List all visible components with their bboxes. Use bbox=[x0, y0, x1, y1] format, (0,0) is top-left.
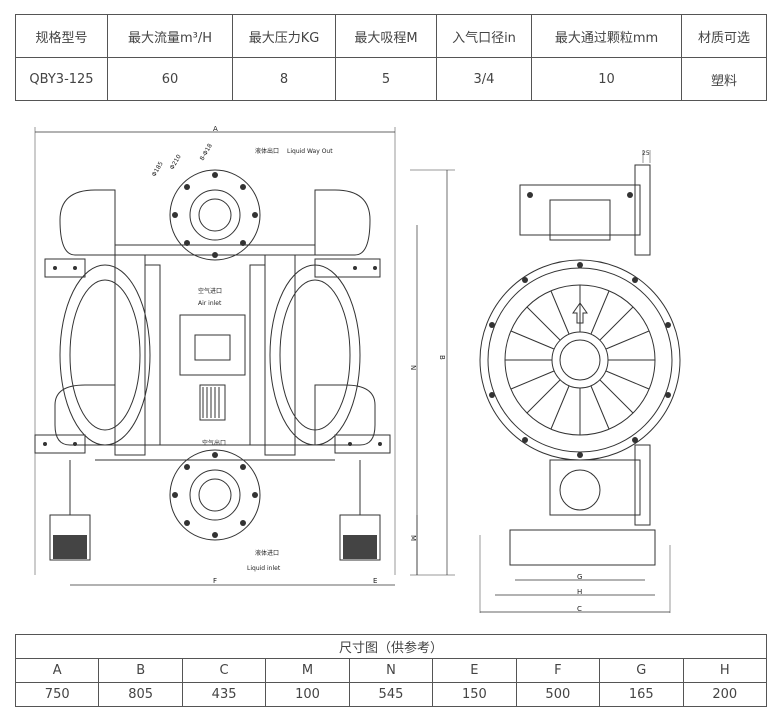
label-outlet-en: Liquid Way Out bbox=[287, 148, 333, 155]
spec-value-model: QBY3-125 bbox=[15, 57, 108, 101]
label-outlet-cn: 液体出口 bbox=[255, 147, 279, 155]
spec-value-pressure: 8 bbox=[232, 57, 336, 101]
dims-header-b: B bbox=[98, 658, 183, 683]
dims-value-g: 165 bbox=[599, 682, 684, 707]
spec-header-air-inlet: 入气口径in bbox=[436, 14, 532, 58]
spec-header-row: 规格型号 最大流量m³/H 最大压力KG 最大吸程M 入气口径in 最大通过颗粒… bbox=[15, 14, 767, 58]
spec-header-pressure: 最大压力KG bbox=[232, 14, 336, 58]
label-dia2: Φ210 bbox=[169, 153, 183, 171]
dims-header-a: A bbox=[14, 658, 100, 683]
dims-header-f: F bbox=[515, 658, 601, 683]
dims-value-row: 750 805 435 100 545 150 500 165 200 bbox=[14, 682, 767, 707]
spec-value-particle: 10 bbox=[531, 57, 682, 101]
dimensions-table: 尺寸图（供参考） A B C M N E F G H 750 805 435 1… bbox=[14, 634, 767, 707]
dims-header-m: M bbox=[265, 658, 350, 683]
spec-value-suction: 5 bbox=[335, 57, 437, 101]
dims-value-f: 500 bbox=[515, 682, 601, 707]
dims-caption: 尺寸图（供参考） bbox=[15, 634, 767, 659]
dim-label-h: H bbox=[577, 588, 582, 596]
dims-header-row: A B C M N E F G H bbox=[14, 658, 767, 683]
dims-caption-row: 尺寸图（供参考） bbox=[15, 634, 767, 659]
spec-value-air-inlet: 3/4 bbox=[436, 57, 532, 101]
dim-label-g: G bbox=[577, 573, 582, 581]
dim-label-f: F bbox=[213, 577, 217, 585]
dims-header-n: N bbox=[348, 658, 434, 683]
spec-value-material: 塑料 bbox=[681, 57, 767, 101]
dim-label-e: E bbox=[373, 577, 377, 585]
dims-value-b: 805 bbox=[98, 682, 183, 707]
dims-value-m: 100 bbox=[265, 682, 350, 707]
spec-table: 规格型号 最大流量m³/H 最大压力KG 最大吸程M 入气口径in 最大通过颗粒… bbox=[15, 14, 767, 101]
dims-value-h: 200 bbox=[682, 682, 767, 707]
spec-header-particle: 最大通过颗粒mm bbox=[531, 14, 682, 58]
label-air-inlet-en: Air inlet bbox=[198, 300, 222, 307]
dim-label-b: B bbox=[438, 355, 446, 360]
label-bolt: 8-Φ18 bbox=[199, 142, 214, 162]
dims-value-n: 545 bbox=[348, 682, 434, 707]
dims-header-e: E bbox=[432, 658, 517, 683]
spec-header-suction: 最大吸程M bbox=[335, 14, 437, 58]
dim-label-n: N bbox=[409, 365, 417, 370]
label-dia1: Φ185 bbox=[151, 160, 165, 178]
spec-header-material: 材质可选 bbox=[681, 14, 767, 58]
dim-label-a: A bbox=[213, 125, 218, 133]
label-inlet-en: Liquid inlet bbox=[247, 565, 281, 572]
dim-label-c: C bbox=[577, 605, 582, 613]
spec-header-flow: 最大流量m³/H bbox=[107, 14, 233, 58]
dims-header-g: G bbox=[599, 658, 684, 683]
dims-header-h: H bbox=[682, 658, 767, 683]
dims-value-a: 750 bbox=[14, 682, 100, 707]
label-air-outlet-cn: 空气出口 bbox=[202, 439, 226, 447]
label-inlet-cn: 液体进口 bbox=[255, 549, 279, 557]
spec-value-row: QBY3-125 60 8 5 3/4 10 塑料 bbox=[15, 57, 767, 101]
dims-header-c: C bbox=[181, 658, 267, 683]
dims-value-e: 150 bbox=[432, 682, 517, 707]
label-flange-thickness: 25 bbox=[642, 150, 650, 157]
label-air-inlet-cn: 空气进口 bbox=[198, 287, 222, 295]
spec-header-model: 规格型号 bbox=[15, 14, 108, 58]
dims-value-c: 435 bbox=[181, 682, 267, 707]
spec-value-flow: 60 bbox=[107, 57, 233, 101]
dim-label-m: M bbox=[409, 535, 417, 541]
pump-technical-drawing: 液体出口 Liquid Way Out 空气进口 Air inlet 空气出口 … bbox=[34, 125, 681, 613]
